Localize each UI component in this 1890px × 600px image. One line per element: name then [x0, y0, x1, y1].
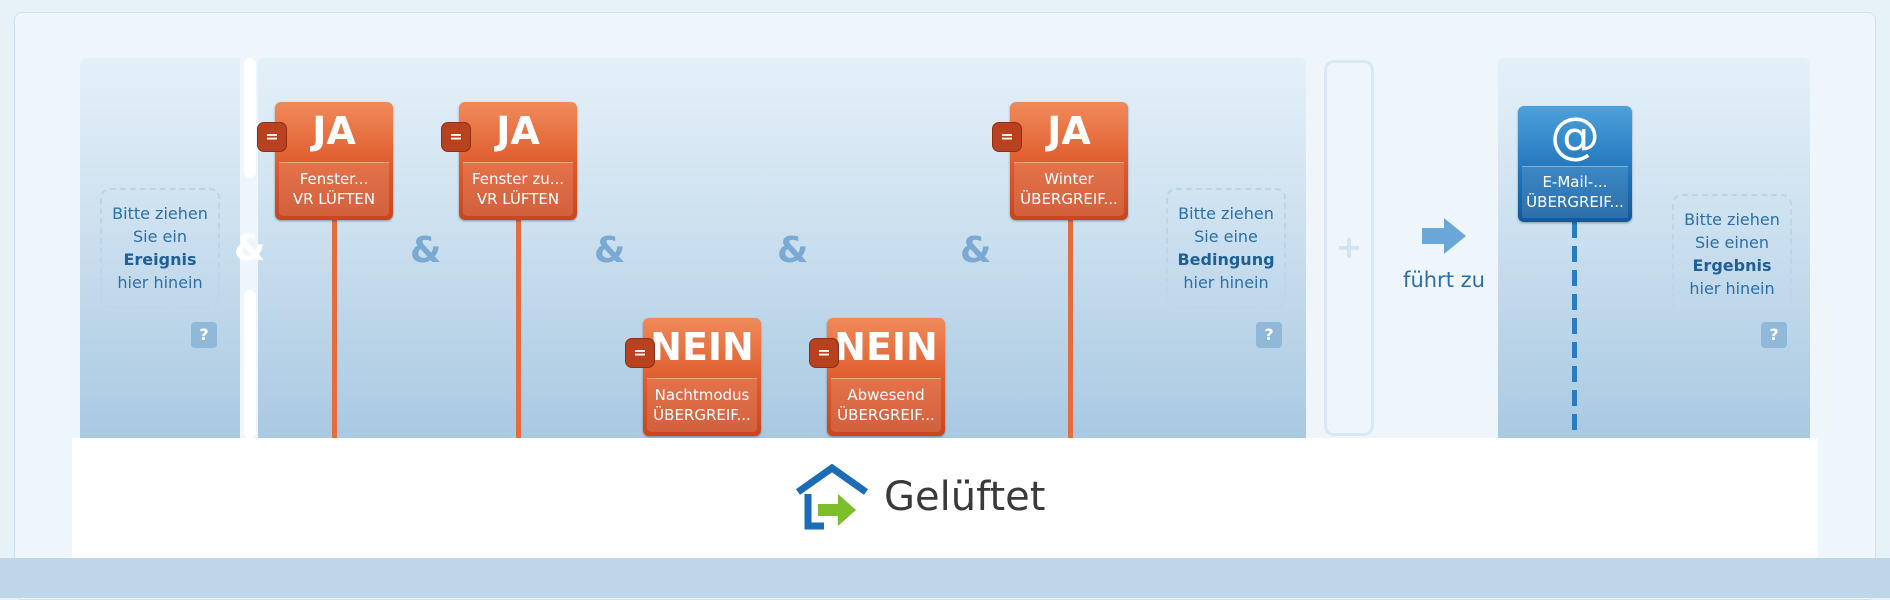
divider-bar-top	[244, 58, 256, 178]
divider-bar-bottom	[244, 290, 256, 438]
bottom-strip	[0, 558, 1890, 598]
condition-label: Abwesend ÜBERGREIF...	[831, 378, 941, 432]
drop-hint-keyword: Bedingung	[1177, 250, 1275, 269]
condition-room: ÜBERGREIF...	[1020, 190, 1118, 208]
condition-tile[interactable]: JA Winter ÜBERGREIF... =	[992, 102, 1128, 220]
result-drop-zone[interactable]: Bitte ziehen Sie einen Ergebnis hier hin…	[1672, 194, 1792, 314]
drop-hint: Sie einen	[1695, 233, 1769, 252]
conjunction-label: &	[594, 230, 626, 271]
condition-tile[interactable]: NEIN Abwesend ÜBERGREIF... =	[809, 318, 945, 436]
drop-hint: hier hinein	[1689, 279, 1775, 298]
result-label: E-Mail-... ÜBERGREIF...	[1522, 166, 1628, 218]
condition-tile[interactable]: JA Fenster zu... VR LÜFTEN =	[441, 102, 577, 220]
condition-tile[interactable]: JA Fenster... VR LÜFTEN =	[257, 102, 393, 220]
condition-stem	[516, 218, 521, 438]
condition-room: VR LÜFTEN	[292, 190, 376, 208]
scene-footer: Gelüftet	[72, 438, 1818, 558]
drop-hint: hier hinein	[117, 273, 203, 292]
condition-name: Winter	[1044, 170, 1094, 188]
remove-condition-button[interactable]: =	[441, 122, 471, 152]
condition-name: Fenster zu...	[471, 170, 565, 188]
condition-name: Nachtmodus	[654, 386, 750, 404]
leads-to-label: führt zu	[1403, 268, 1485, 292]
condition-label: Fenster zu... VR LÜFTEN	[463, 162, 573, 216]
result-tile[interactable]: @ E-Mail-... ÜBERGREIF...	[1518, 106, 1632, 222]
condition-label: Nachtmodus ÜBERGREIF...	[647, 378, 757, 432]
condition-name: Abwesend	[847, 386, 925, 404]
drop-hint: hier hinein	[1183, 273, 1269, 292]
condition-tile[interactable]: NEIN Nachtmodus ÜBERGREIF... =	[625, 318, 761, 436]
drop-hint-keyword: Ereignis	[123, 250, 197, 269]
events-help-icon[interactable]: ?	[191, 322, 217, 348]
scene-title: Gelüftet	[884, 474, 1046, 520]
drop-hint: Sie eine	[1194, 227, 1258, 246]
condition-label: Winter ÜBERGREIF...	[1014, 162, 1124, 216]
drop-hint: Bitte ziehen	[1178, 204, 1274, 223]
conditions-help-icon[interactable]: ?	[1256, 322, 1282, 348]
plus-icon: +	[1335, 228, 1363, 266]
condition-value: NEIN	[834, 325, 938, 369]
conditions-column	[258, 58, 1306, 438]
condition-room: VR LÜFTEN	[476, 190, 560, 208]
drop-hint: Bitte ziehen	[1684, 210, 1780, 229]
condition-stem	[1068, 218, 1073, 438]
email-icon: @	[1550, 107, 1600, 165]
condition-value: JA	[496, 109, 540, 153]
arrow-right-icon	[1422, 218, 1466, 254]
drop-hint: Sie ein	[133, 227, 187, 246]
remove-condition-button[interactable]: =	[992, 122, 1022, 152]
conjunction-label: &	[410, 230, 442, 271]
conjunction-label: &	[777, 230, 809, 271]
condition-label: Fenster... VR LÜFTEN	[279, 162, 389, 216]
condition-room: ÜBERGREIF...	[837, 406, 935, 424]
drop-hint-keyword: Ergebnis	[1692, 256, 1772, 275]
condition-value: NEIN	[650, 325, 754, 369]
condition-drop-zone[interactable]: Bitte ziehen Sie eine Bedingung hier hin…	[1166, 188, 1286, 308]
house-arrow-icon	[795, 464, 869, 530]
result-room: ÜBERGREIF...	[1526, 193, 1624, 211]
conjunction-label: &	[960, 230, 992, 271]
results-help-icon[interactable]: ?	[1761, 322, 1787, 348]
condition-stem	[332, 218, 337, 438]
remove-condition-button[interactable]: =	[809, 338, 839, 368]
result-name: E-Mail-...	[1542, 173, 1608, 191]
result-stem	[1572, 222, 1577, 438]
drop-hint: Bitte ziehen	[112, 204, 208, 223]
event-drop-zone[interactable]: Bitte ziehen Sie ein Ereignis hier hinei…	[100, 188, 220, 308]
add-condition-slot[interactable]: +	[1324, 60, 1374, 436]
conjunction-label: &	[234, 228, 266, 269]
condition-value: JA	[1047, 109, 1091, 153]
events-column	[80, 58, 240, 438]
condition-room: ÜBERGREIF...	[653, 406, 751, 424]
remove-condition-button[interactable]: =	[257, 122, 287, 152]
remove-condition-button[interactable]: =	[625, 338, 655, 368]
condition-value: JA	[312, 109, 356, 153]
condition-name: Fenster...	[299, 170, 369, 188]
